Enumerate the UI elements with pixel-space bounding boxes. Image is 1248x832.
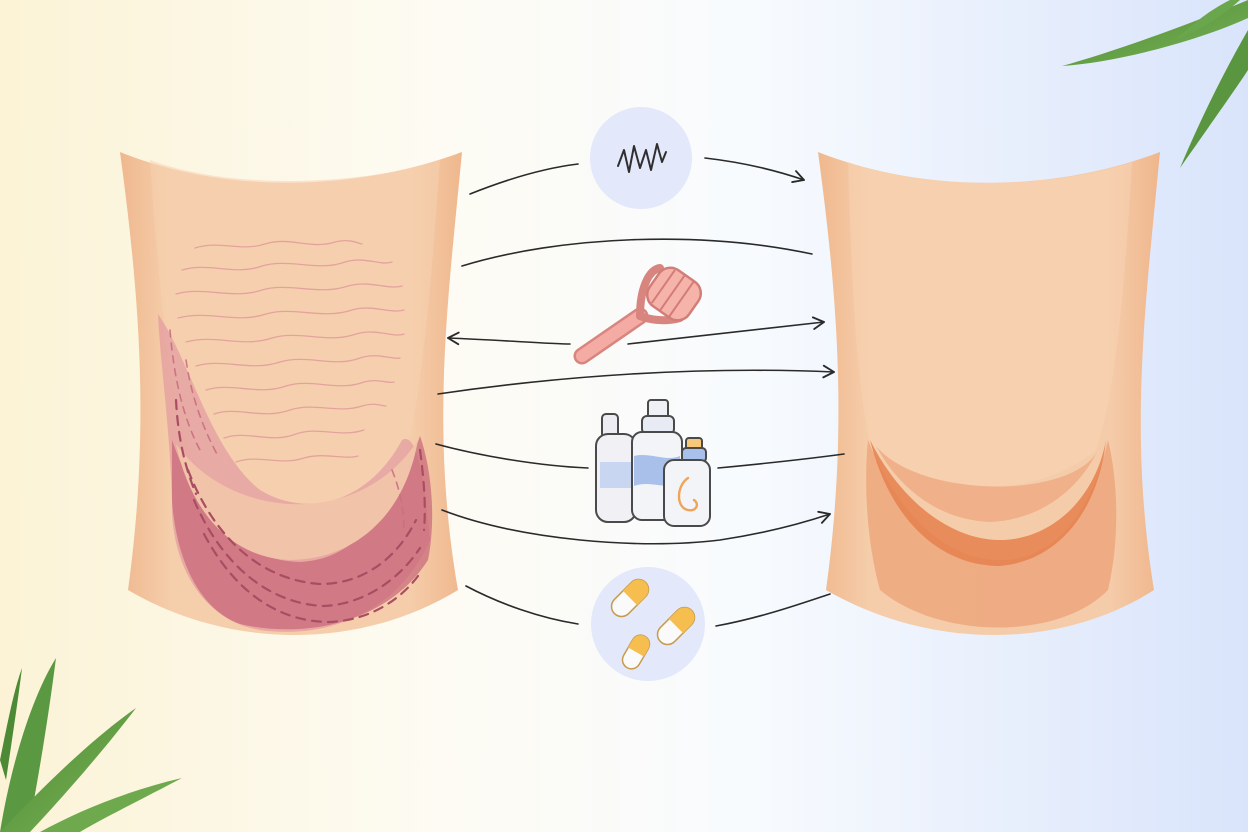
aloe-leaf-bottom-left bbox=[0, 658, 182, 832]
wrinkle-lines bbox=[175, 239, 405, 463]
before-panel bbox=[120, 152, 462, 635]
stretch-mark-dashes bbox=[174, 398, 426, 624]
face-roller-icon bbox=[573, 264, 703, 365]
smooth-crease bbox=[866, 440, 1117, 628]
skincare-bottles-icon bbox=[595, 399, 711, 527]
after-panel bbox=[818, 152, 1160, 635]
capsules-icon bbox=[591, 567, 705, 681]
arrows bbox=[435, 157, 845, 627]
zigzag-texture-icon bbox=[590, 107, 692, 209]
aloe-leaf-top-right bbox=[1062, 0, 1248, 168]
